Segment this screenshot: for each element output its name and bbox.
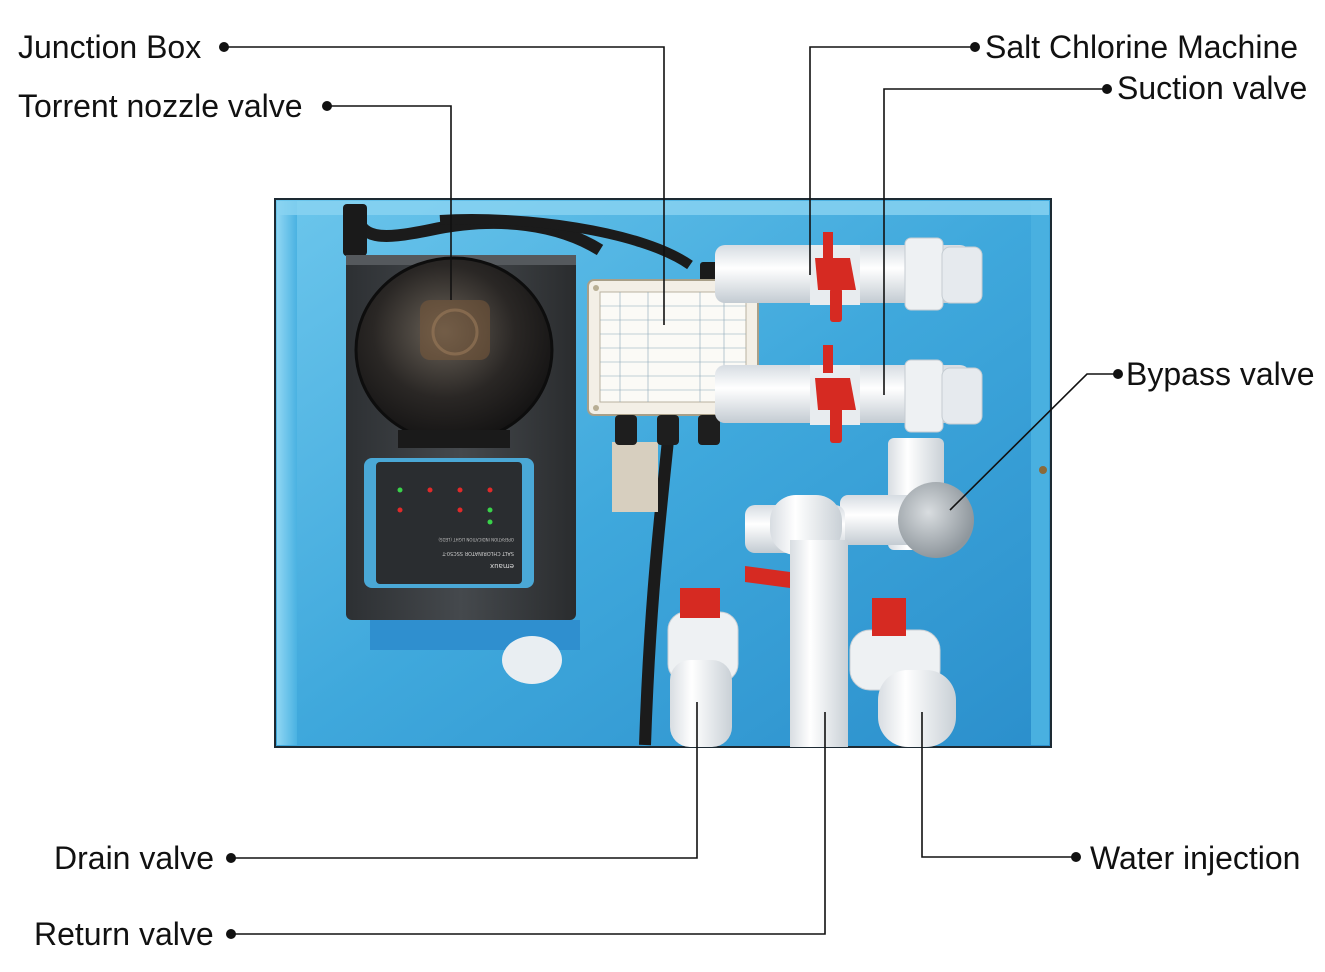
label-salt-chlorine-machine: Salt Chlorine Machine: [985, 29, 1299, 65]
label-junction-box: Junction Box: [18, 29, 202, 65]
salt-chlorinator: emaux SALT CHLORINATOR SSC50-T OPERATION…: [346, 255, 580, 684]
svg-text:emaux: emaux: [490, 562, 514, 570]
leader-torrent-nozzle: [327, 105, 452, 300]
dot-suction-valve: [1102, 84, 1112, 94]
leader-salt-chlorine: [809, 46, 975, 275]
label-torrent-nozzle-valve: Torrent nozzle valve: [18, 88, 303, 124]
dot-drain-valve: [226, 853, 236, 863]
black-cables: [343, 204, 726, 746]
svg-text:OPERATION INDICATION LIGHT (LE: OPERATION INDICATION LIGHT (LEDS): [438, 537, 514, 542]
dot-salt-chlorine: [970, 42, 980, 52]
upper-pipe-assembly: [715, 232, 983, 443]
dot-return-valve: [226, 929, 236, 939]
label-suction-valve: Suction valve: [1117, 70, 1308, 106]
leader-suction-valve: [883, 88, 1107, 395]
lower-pipe-assembly: [667, 495, 956, 747]
label-return-valve: Return valve: [34, 916, 214, 952]
leader-water-injection: [921, 712, 1076, 858]
label-drain-valve: Drain valve: [54, 840, 215, 876]
leader-junction-box: [224, 46, 665, 325]
leader-dots: [219, 42, 1123, 939]
svg-text:SALT CHLORINATOR SSC50-T: SALT CHLORINATOR SSC50-T: [441, 550, 514, 556]
dot-junction-box: [219, 42, 229, 52]
leader-bypass-valve: [949, 373, 1118, 511]
dot-water-injection: [1071, 852, 1081, 862]
dot-torrent-nozzle: [322, 101, 332, 111]
dot-bypass-valve: [1113, 369, 1123, 379]
label-bypass-valve: Bypass valve: [1126, 356, 1315, 392]
leader-return-valve: [231, 712, 826, 935]
leader-lines: [224, 46, 1118, 935]
label-water-injection: Water injection: [1090, 840, 1301, 876]
leader-drain-valve: [231, 702, 698, 859]
